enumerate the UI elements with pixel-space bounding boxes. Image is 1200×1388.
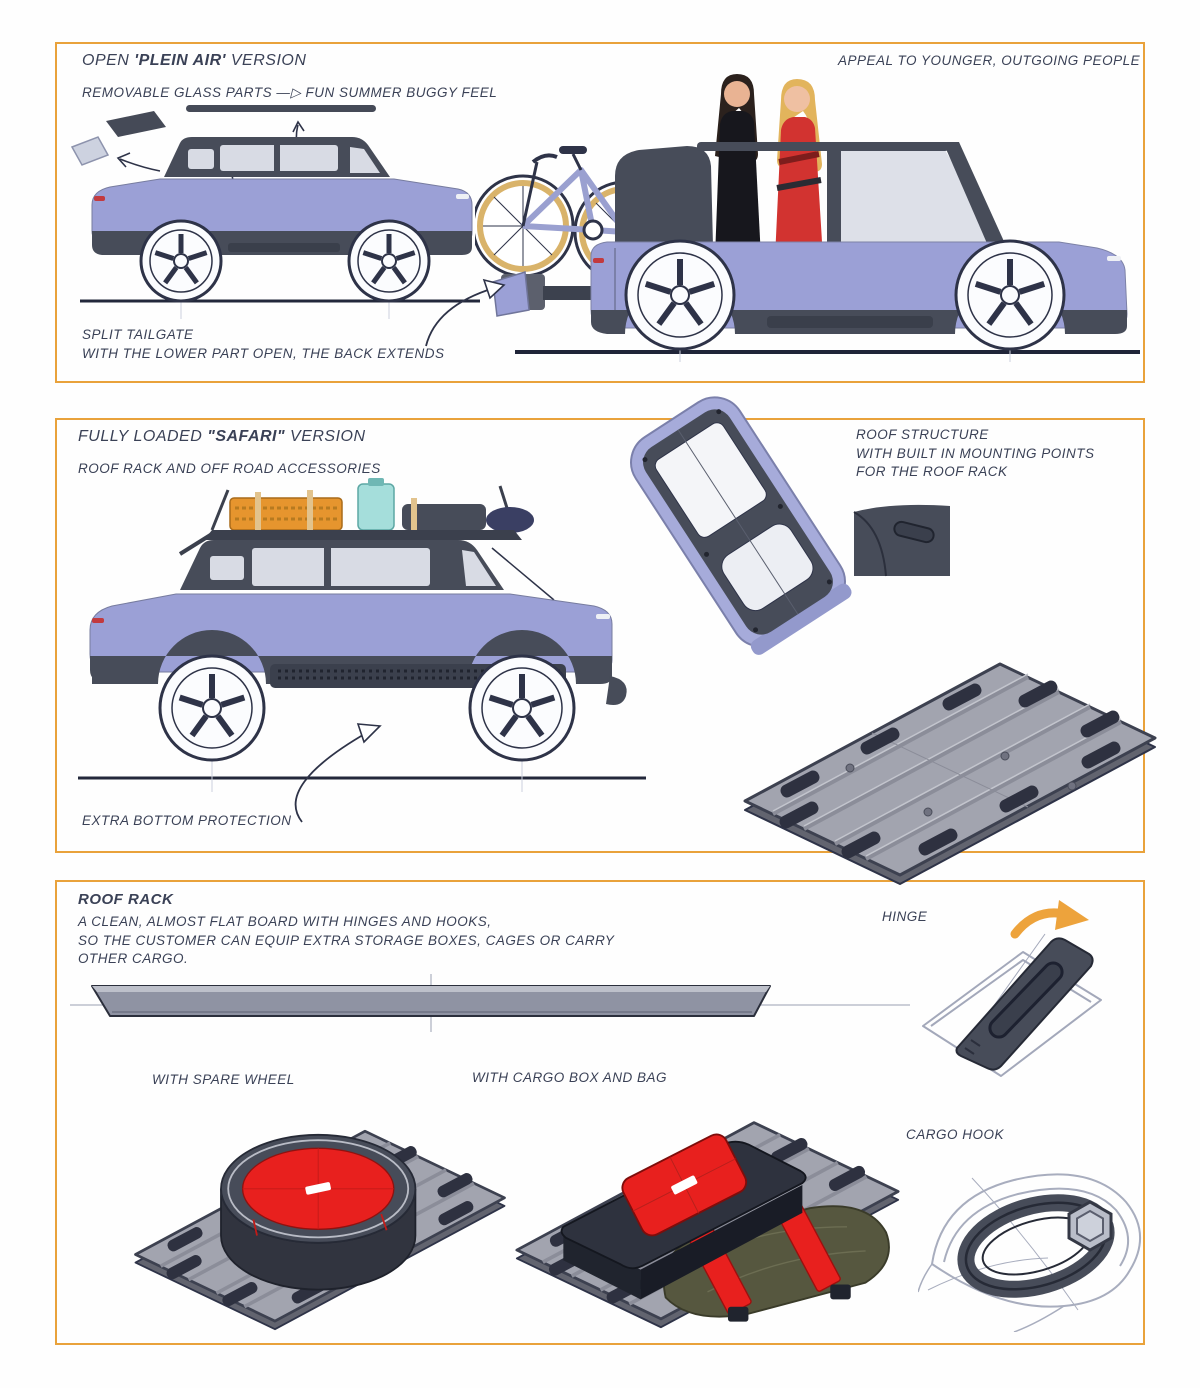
open-top-frame xyxy=(615,142,1007,248)
hinge-flap xyxy=(955,937,1094,1071)
roof-cargo xyxy=(178,478,534,556)
mounting-slot xyxy=(893,520,935,544)
spare-wheel-label: WITH SPARE WHEEL xyxy=(152,1072,295,1087)
passenger-dark-hair xyxy=(715,74,761,258)
tailgate-note: SPLIT TAILGATE WITH THE LOWER PART OPEN,… xyxy=(82,326,445,363)
arrow-to-glass-piece-icon xyxy=(116,152,161,172)
bottom-protection-note: EXTRA BOTTOM PROTECTION xyxy=(82,813,292,828)
front-wheel xyxy=(347,219,431,303)
cargo-box xyxy=(560,1133,807,1300)
safari-suv-drawing xyxy=(89,540,627,762)
rear-wheel xyxy=(139,219,223,303)
front-tow-hook xyxy=(606,676,627,705)
plein-air-title-pre: OPEN xyxy=(82,52,135,69)
cargo-hook-label: CARGO HOOK xyxy=(906,1127,1005,1142)
sketch-safari-suv xyxy=(62,478,662,828)
removable-corner-panel xyxy=(106,111,166,137)
sketch-closed-suv xyxy=(68,95,498,325)
sketch-cargo-board xyxy=(475,1078,925,1368)
roof-rack-description: A CLEAN, ALMOST FLAT BOARD WITH HINGES A… xyxy=(78,913,614,969)
sketch-board-side-view xyxy=(70,972,950,1034)
plein-air-title: OPEN 'PLEIN AIR' VERSION xyxy=(82,50,306,72)
plein-air-title-em: 'PLEIN AIR' xyxy=(134,52,226,69)
safari-title-post: VERSION xyxy=(285,428,366,445)
appeal-note: APPEAL TO YOUNGER, OUTGOING PEOPLE xyxy=(838,53,1141,68)
hook-bolt xyxy=(1067,1200,1113,1252)
front-wheel xyxy=(954,239,1066,351)
safari-subtitle: ROOF RACK AND OFF ROAD ACCESSORIES xyxy=(78,461,381,476)
door-glass xyxy=(839,150,999,244)
bike-rack xyxy=(492,271,605,317)
roof-rack-description-line2: SO THE CUSTOMER CAN EQUIP EXTRA STORAGE … xyxy=(78,932,615,948)
panel-roof-rack xyxy=(55,880,1145,1345)
panel-plein-air xyxy=(55,42,1145,383)
sketch-cargo-hook xyxy=(918,1142,1163,1332)
tailgate-note-line1: SPLIT TAILGATE xyxy=(82,327,194,342)
sketch-open-suv xyxy=(475,58,1155,363)
front-wheel xyxy=(468,654,576,762)
tailgate-note-line2: WITH THE LOWER PART OPEN, THE BACK EXTEN… xyxy=(82,345,445,361)
sketch-top-view-car xyxy=(588,386,888,658)
roof-structure-note-line3: FOR THE ROOF RACK xyxy=(856,464,1008,480)
rotate-arrow-icon xyxy=(1010,900,1089,939)
spare-wheel xyxy=(220,1133,417,1291)
safari-title: FULLY LOADED "SAFARI" VERSION xyxy=(78,426,366,448)
bottom-protection-arrow-icon xyxy=(294,723,382,823)
safari-title-em: "SAFARI" xyxy=(207,428,286,445)
sketch-spare-wheel-board xyxy=(95,1088,530,1340)
roof-rack-board xyxy=(743,662,1157,885)
roof-rack-description-line3: OTHER CARGO. xyxy=(78,951,189,967)
roof-rack-tray xyxy=(204,530,522,540)
hook-sketch-lines xyxy=(918,1173,1142,1332)
plein-air-subtitle: REMOVABLE GLASS PARTS —▷ FUN SUMMER BUGG… xyxy=(82,85,498,100)
panel-safari xyxy=(55,418,1145,853)
tailgate-arrow-icon xyxy=(418,272,518,354)
rear-wheel xyxy=(624,239,736,351)
hinge-label: HINGE xyxy=(882,909,928,924)
roof-structure-note-line2: WITH BUILT IN MOUNTING POINTS xyxy=(856,445,1095,461)
rear-wheel xyxy=(158,654,266,762)
removable-glass-piece xyxy=(70,136,110,166)
roof-structure-note-line1: ROOF STRUCTURE xyxy=(856,427,989,442)
sketch-hinge xyxy=(905,898,1120,1088)
sketch-mount-detail xyxy=(852,500,952,578)
closed-suv-drawing xyxy=(91,137,473,303)
plein-air-title-post: VERSION xyxy=(225,52,307,69)
roof-structure-note: ROOF STRUCTURE WITH BUILT IN MOUNTING PO… xyxy=(856,426,1095,482)
roof-rack-title: ROOF RACK xyxy=(78,891,174,908)
sketch-roof-board xyxy=(700,616,1180,888)
safari-title-pre: FULLY LOADED xyxy=(78,428,208,445)
removable-roof-panel xyxy=(186,105,376,112)
passenger-blonde xyxy=(775,79,823,258)
roof-rack-description-line1: A CLEAN, ALMOST FLAT BOARD WITH HINGES A… xyxy=(78,914,492,929)
cargo-box-label: WITH CARGO BOX AND BAG xyxy=(472,1070,668,1085)
